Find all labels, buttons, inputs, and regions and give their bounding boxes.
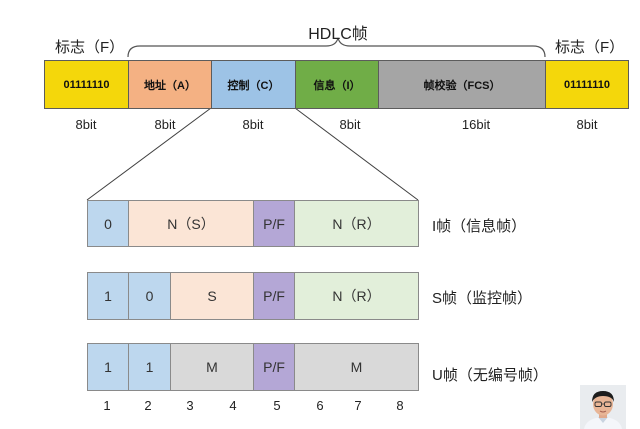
- u-frame-label: U帧（无编号帧）: [432, 367, 548, 384]
- frame-field-flag-end: 01111110: [545, 60, 629, 109]
- flag-left-label: 标志（F）: [55, 39, 125, 56]
- control-bit-cell: 0: [87, 200, 129, 247]
- control-bit-cell: 1: [128, 343, 171, 391]
- modifier-cell: M: [294, 343, 419, 391]
- bit-position-label: 7: [354, 398, 362, 413]
- field-bits-label: 8bit: [339, 117, 361, 132]
- frame-field-address: 地址（A）: [128, 60, 212, 109]
- control-bit-cell: 0: [128, 272, 171, 320]
- presenter-avatar-icon: [580, 385, 626, 429]
- zoom-line-left: [86, 107, 212, 201]
- bit-position-label: 8: [396, 398, 404, 413]
- modifier-cell: M: [170, 343, 254, 391]
- poll-final-cell: P/F: [253, 272, 295, 320]
- frame-field-control: 控制（C）: [211, 60, 296, 109]
- i-frame-label: I帧（信息帧）: [432, 218, 527, 235]
- s-frame-label: S帧（监控帧）: [432, 290, 533, 307]
- frame-field-flag-start: 01111110: [44, 60, 129, 109]
- bit-position-label: 3: [186, 398, 194, 413]
- frame-field-fcs: 帧校验（FCS）: [378, 60, 546, 109]
- poll-final-cell: P/F: [253, 343, 295, 391]
- bit-position-label: 6: [316, 398, 324, 413]
- field-bits-label: 8bit: [576, 117, 598, 132]
- field-bits-label: 8bit: [154, 117, 176, 132]
- field-bits-label: 8bit: [242, 117, 264, 132]
- i-frame-control-row: 0 N（S） P/F N（R）: [87, 200, 419, 247]
- bit-position-label: 4: [229, 398, 237, 413]
- u-frame-control-row: 1 1 M P/F M: [87, 343, 419, 391]
- control-bit-cell: 1: [87, 343, 129, 391]
- receive-sequence-cell: N（R）: [294, 272, 419, 320]
- field-bits-label: 16bit: [461, 117, 491, 132]
- s-frame-control-row: 1 0 S P/F N（R）: [87, 272, 419, 320]
- bit-position-label: 2: [144, 398, 152, 413]
- send-sequence-cell: N（S）: [128, 200, 254, 247]
- hdlc-frame-title: HDLC帧: [308, 26, 368, 43]
- supervisory-type-cell: S: [170, 272, 254, 320]
- presenter-video-thumbnail: [580, 385, 626, 429]
- frame-field-information: 信息（I）: [295, 60, 379, 109]
- poll-final-cell: P/F: [253, 200, 295, 247]
- receive-sequence-cell: N（R）: [294, 200, 419, 247]
- control-bit-cell: 1: [87, 272, 129, 320]
- field-bits-label: 8bit: [75, 117, 97, 132]
- flag-right-label: 标志（F）: [555, 39, 625, 56]
- bit-position-label: 5: [273, 398, 281, 413]
- bit-position-label: 1: [103, 398, 111, 413]
